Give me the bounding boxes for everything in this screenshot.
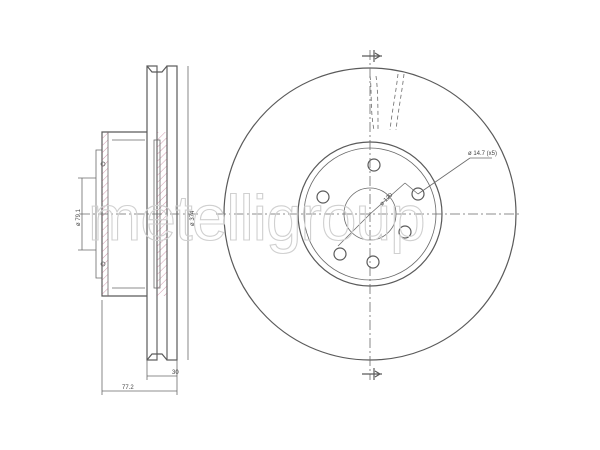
total-height-label: 77.2 xyxy=(122,385,134,391)
outer-diameter-label: ø 374 xyxy=(190,210,196,226)
thickness-label: 30 xyxy=(172,370,179,376)
bolt-hole-2 xyxy=(411,187,425,201)
front-view: ø 120 ø 14.7 (x5) xyxy=(216,50,520,380)
bolt-hole-4 xyxy=(366,255,380,269)
side-section-view: ø 79.1 ø 374 30 77.2 xyxy=(76,65,200,395)
bolt-hole-label: ø 14.7 (x5) xyxy=(468,151,497,157)
bolt-hole-1 xyxy=(367,158,381,172)
section-marker-bottom xyxy=(362,368,382,380)
section-marker-top xyxy=(362,50,382,62)
bolt-hole-5 xyxy=(333,247,347,261)
bolt-hole-3 xyxy=(398,225,412,239)
bolt-hole-6 xyxy=(316,190,330,204)
hub-bore-label: ø 79.1 xyxy=(76,208,82,226)
rotation-arrow-marks xyxy=(369,73,405,131)
watermark-logo: metelligroup xyxy=(88,182,425,254)
